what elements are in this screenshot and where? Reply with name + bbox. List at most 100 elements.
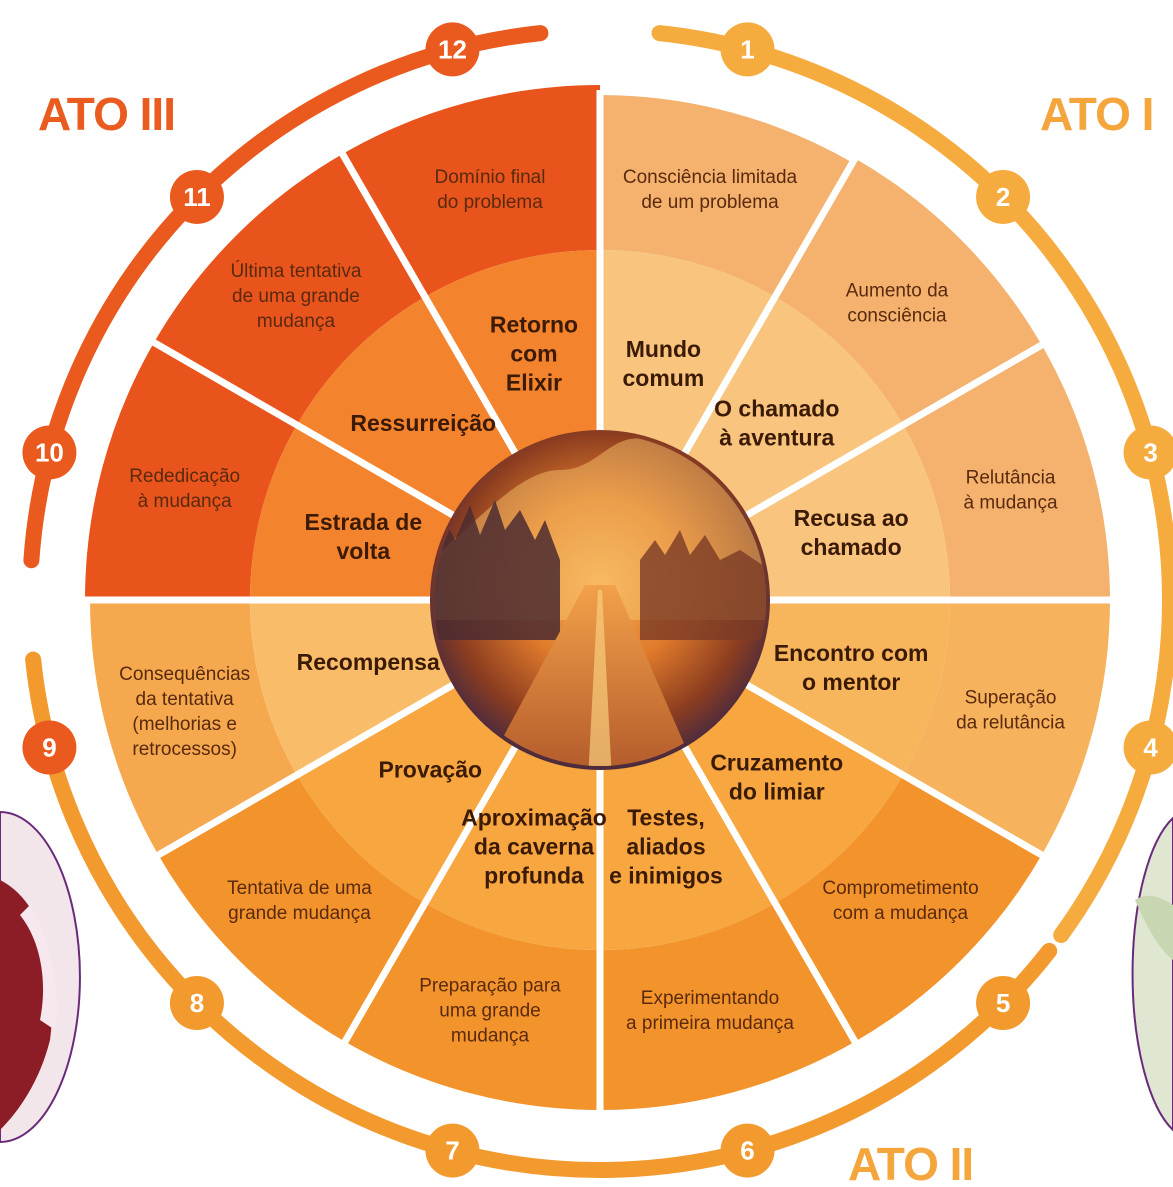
badge-6 (720, 1123, 775, 1178)
inner-wedge-6 (600, 729, 775, 950)
act-label-3: ATO III (38, 88, 175, 140)
outer-label-line: Domínio final (435, 167, 546, 188)
divider-3 (736, 339, 1048, 524)
badge-number-11: 11 (183, 182, 211, 212)
right-side-photo (1131, 816, 1173, 1132)
wedge-dividers (80, 90, 1115, 1115)
outer-label-line: da relutância (956, 712, 1065, 733)
inner-label-line: Recusa ao (794, 505, 909, 531)
badge-number-5: 5 (996, 988, 1010, 1018)
inner-label-line: Ressurreição (350, 410, 496, 436)
outer-label-line: grande mudança (228, 903, 371, 924)
outer-label-line: uma grande (439, 1001, 540, 1022)
divider-8 (339, 736, 524, 1048)
badge-3 (1123, 425, 1173, 480)
diagram-wedges (85, 85, 1110, 1110)
inner-wedge-10 (250, 425, 471, 600)
inner-label-line: Aproximação (461, 804, 607, 830)
inner-label-line: Elixir (506, 370, 562, 396)
inner-label-line: comum (623, 365, 705, 391)
inner-label-11: Ressurreição (350, 410, 496, 436)
outer-wedge-11 (153, 153, 425, 425)
outer-wedge-5 (775, 775, 1042, 1042)
badge-number-4: 4 (1143, 733, 1158, 763)
badge-number-2: 2 (996, 182, 1010, 212)
inner-wedge-5 (675, 675, 904, 904)
badge-9 (22, 720, 77, 775)
outer-label-line: Tentativa de uma (227, 878, 372, 899)
outer-label-line: à mudança (138, 491, 232, 512)
inner-wedge-12 (425, 250, 600, 471)
outer-label-4: Superação da relutância (956, 687, 1065, 733)
outer-label-line: Consciência limitada (623, 167, 798, 188)
outer-label-line: Superação (965, 687, 1057, 708)
badge-5 (976, 976, 1031, 1031)
outer-label-line: do problema (437, 192, 543, 213)
badge-11 (169, 169, 224, 224)
outer-label-line: Consequências (119, 664, 250, 685)
inner-wedge-11 (296, 296, 525, 525)
outer-label-8: Tentativa de uma grande mudança (227, 878, 372, 924)
badge-number-8: 8 (190, 988, 204, 1018)
inner-label-line: profunda (484, 862, 584, 888)
inner-label-line: aliados (626, 833, 705, 859)
badge-number-3: 3 (1143, 437, 1157, 467)
outer-wedge-12 (342, 85, 600, 297)
outer-wedge-2 (775, 158, 1042, 426)
badge-1 (720, 22, 775, 77)
inner-label-line: Recompensa (297, 649, 440, 675)
act-label-1: ATO I (1040, 88, 1153, 140)
badge-2 (976, 169, 1031, 224)
outer-label-line: Rededicação (129, 466, 240, 487)
divider-6 (676, 736, 861, 1048)
outer-label-line: Relutância (966, 468, 1056, 489)
outer-label-line: consciência (847, 306, 947, 327)
inner-label-line: O chamado (714, 396, 839, 422)
inner-wedge-8 (296, 675, 525, 904)
badge-number-12: 12 (438, 34, 467, 64)
inner-wedge-2 (675, 296, 904, 525)
badge-7 (425, 1123, 480, 1178)
badge-10 (22, 425, 77, 480)
inner-label-line: o mentor (802, 669, 900, 695)
outer-wedge-6 (600, 903, 855, 1110)
outer-label-line: Experimentando (641, 988, 779, 1009)
inner-label-9: Recompensa (297, 649, 440, 675)
badge-4 (1123, 720, 1173, 775)
inner-label-line: com (510, 341, 557, 367)
inner-label-line: Provação (379, 757, 483, 783)
badge-number-6: 6 (740, 1136, 754, 1166)
outer-wedge-3 (903, 345, 1110, 600)
divider-11 (147, 336, 464, 524)
divider-2 (676, 152, 861, 464)
badge-8 (169, 976, 224, 1031)
inner-wedge-3 (729, 425, 950, 600)
outer-label-line: com a mudança (833, 903, 969, 924)
inner-label-8: Provação (379, 757, 483, 783)
inner-wedge-9 (250, 600, 471, 775)
outer-label-line: (melhorias e (132, 714, 237, 735)
inner-wedge-4 (729, 600, 950, 775)
inner-label-line: Estrada de (305, 509, 423, 535)
outer-wedge-9 (90, 600, 297, 855)
badge-number-9: 9 (42, 733, 56, 763)
inner-label-4: Encontro com o mentor (774, 640, 929, 695)
inner-label-line: Encontro com (774, 640, 929, 666)
outer-wedge-1 (600, 95, 853, 297)
